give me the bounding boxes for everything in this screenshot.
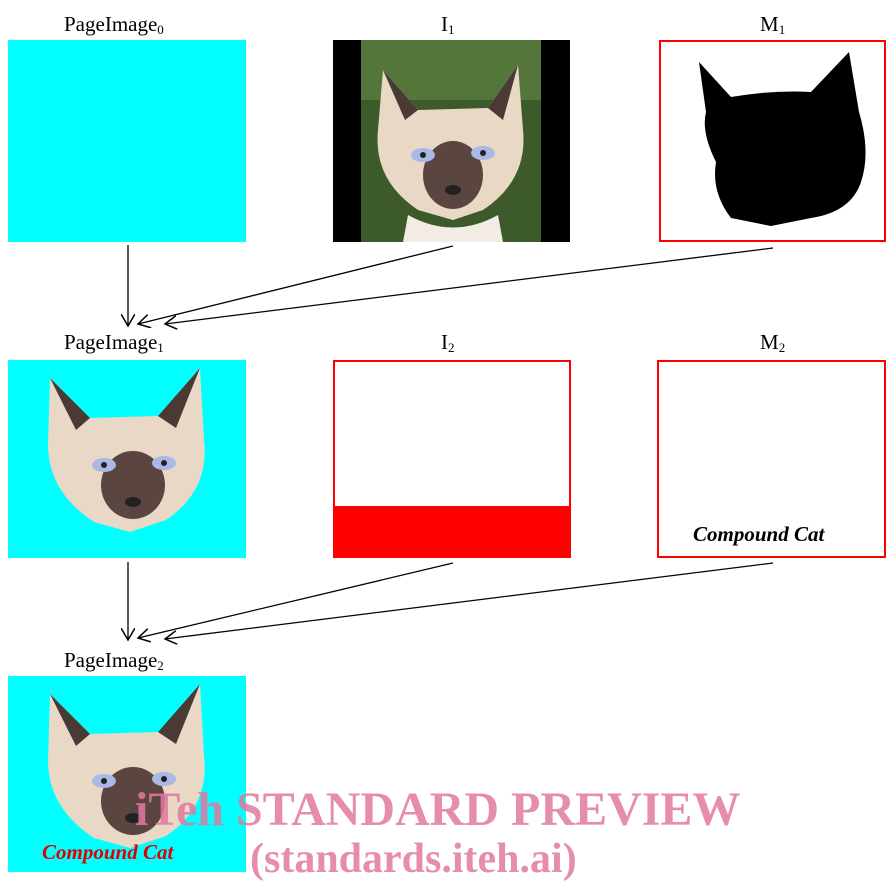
m1-label: M1 [760,12,786,37]
pageimage0-panel [8,40,246,242]
pageimage0-label: PageImage0 [64,12,164,37]
cat-photo-icon [361,40,541,242]
arrow-m2-to-page2 [165,562,774,639]
page2-compound-cat-text: Compound Cat [42,840,174,864]
m2-panel: Compound Cat [657,360,886,558]
cat-head-icon [48,368,205,532]
i2-red-band [335,506,569,556]
cat-head-icon [48,684,205,848]
watermark-line2: (standards.iteh.ai) [250,836,577,882]
arrow-i2-to-page2 [138,562,454,638]
i2-panel [333,360,571,558]
pageimage2-label: PageImage2 [64,648,164,673]
pageimage1-panel [8,360,246,558]
pageimage2-panel: Compound Cat [8,676,246,872]
cat-silhouette-icon [699,52,866,226]
arrow-m1-to-page1 [165,247,774,324]
watermark-line1: iTeh STANDARD PREVIEW [135,783,741,836]
m2-compound-cat-text: Compound Cat [693,522,825,546]
arrow-i1-to-page1 [138,245,454,324]
m1-mask-panel [659,40,886,242]
m2-label: M2 [760,330,786,355]
pageimage1-label: PageImage1 [64,330,164,355]
i1-label: I1 [441,12,455,37]
i1-cat-photo [333,40,570,242]
i2-label: I2 [441,330,455,355]
